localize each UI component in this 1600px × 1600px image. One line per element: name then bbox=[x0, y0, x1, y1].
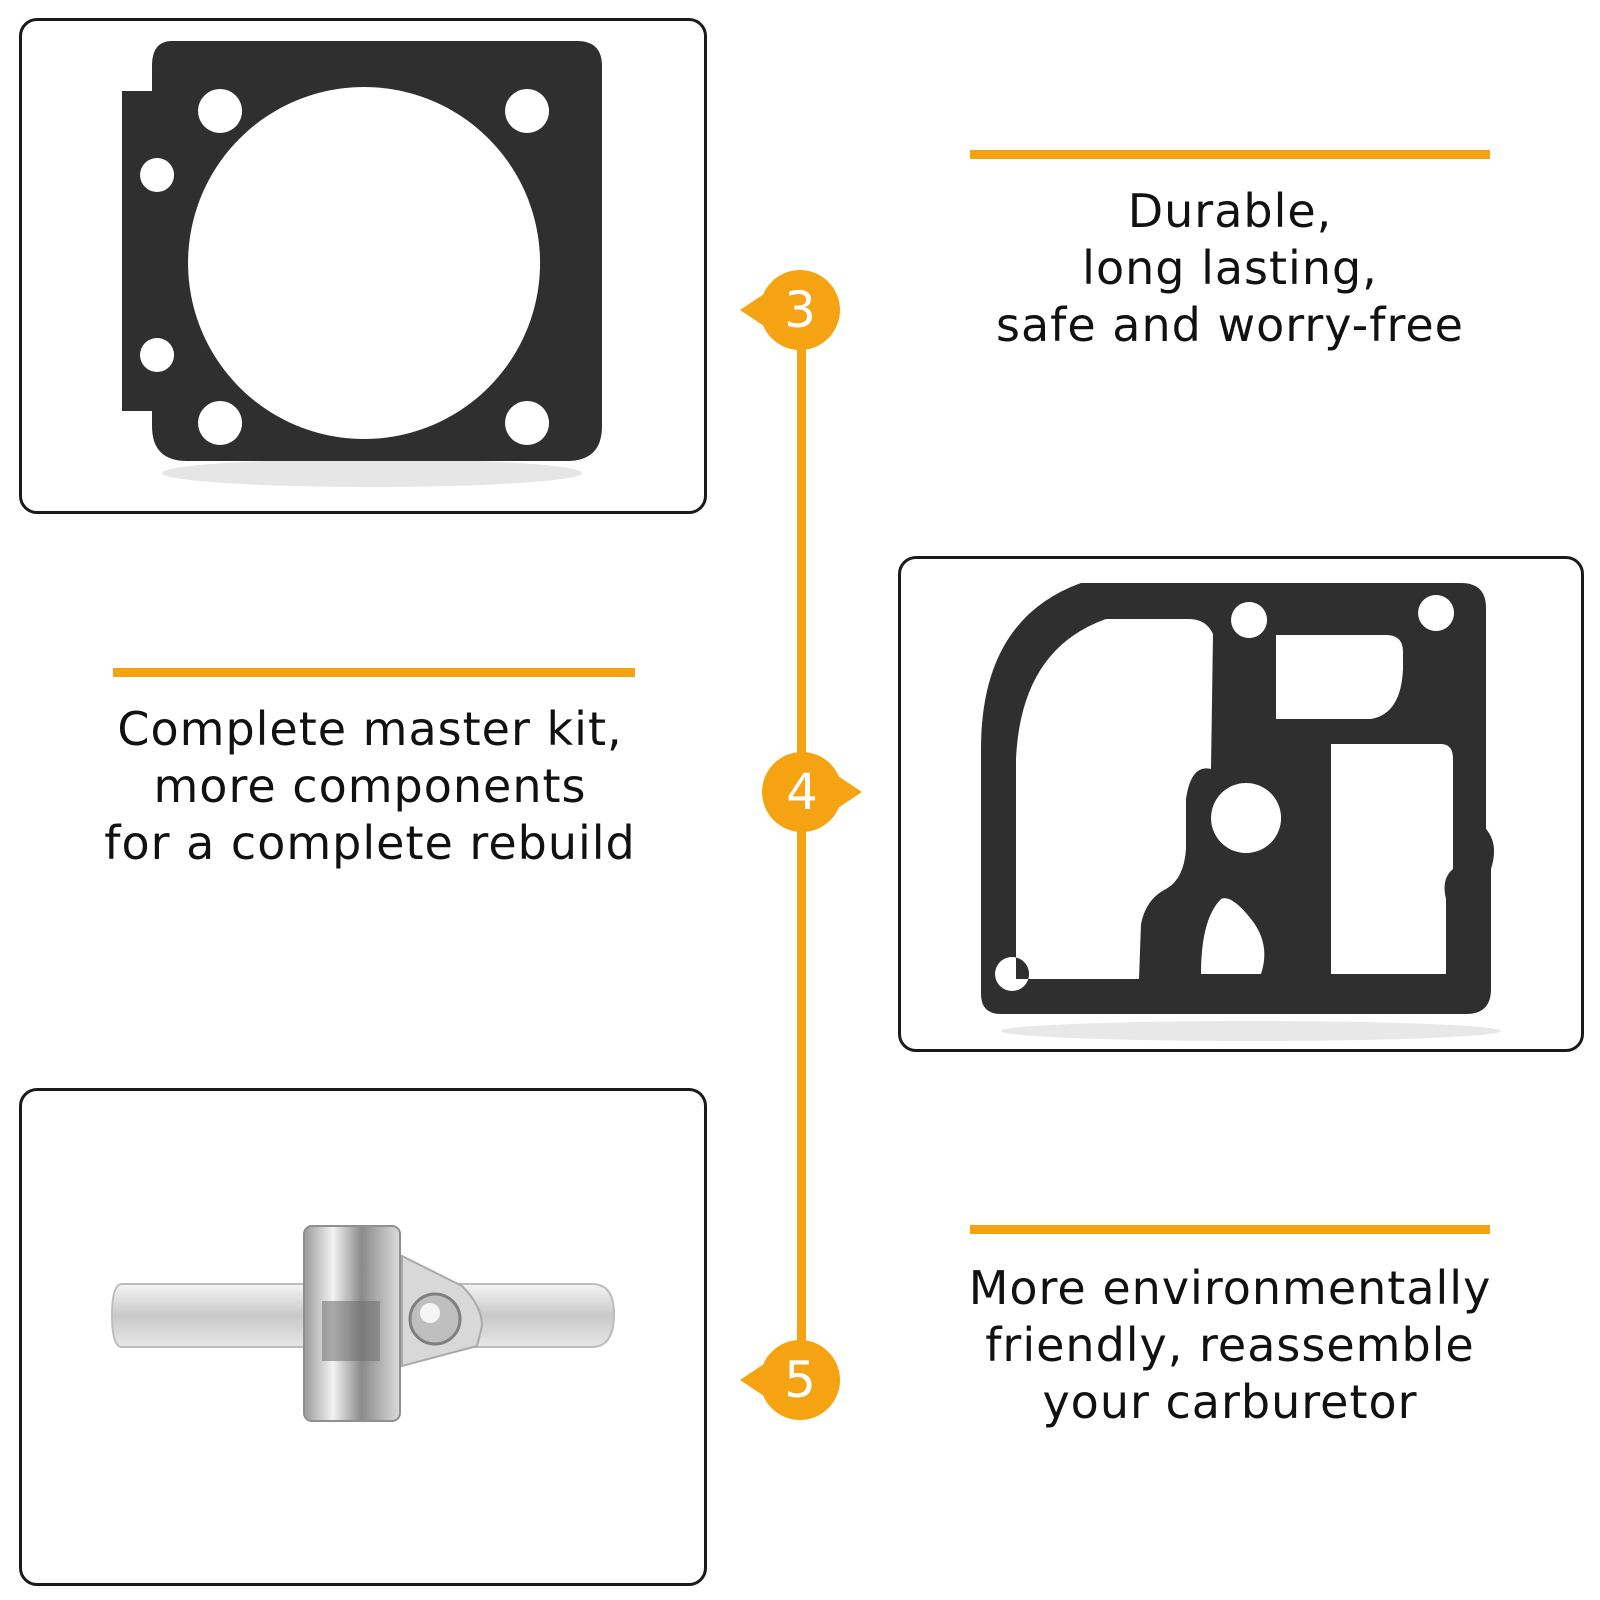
feature-text-complete-kit: Complete master kit, more components for… bbox=[104, 702, 636, 870]
accent-bar bbox=[970, 1225, 1490, 1234]
marker-number: 3 bbox=[784, 281, 816, 339]
marker-4: 4 bbox=[762, 752, 862, 832]
product-card-metal-lever bbox=[19, 1088, 707, 1586]
marker-3: 3 bbox=[740, 270, 840, 350]
marker-arrow-left-icon bbox=[740, 270, 840, 350]
marker-5: 5 bbox=[740, 1340, 840, 1420]
marker-arrow-left-icon bbox=[740, 1340, 840, 1420]
timeline-line bbox=[797, 312, 806, 1378]
marker-number: 4 bbox=[786, 763, 818, 821]
accent-bar bbox=[113, 668, 635, 677]
product-card-round-gasket bbox=[19, 18, 707, 514]
pump-gasket-icon bbox=[981, 583, 1501, 1041]
feature-text-durable: Durable, long lasting, safe and worry-fr… bbox=[996, 184, 1464, 352]
metal-lever-icon bbox=[110, 1225, 616, 1422]
round-gasket-icon bbox=[122, 41, 602, 487]
accent-bar bbox=[970, 150, 1490, 159]
product-card-pump-gasket bbox=[898, 556, 1584, 1052]
feature-text-environment: More environmentally friendly, reassembl… bbox=[968, 1261, 1492, 1429]
marker-arrow-right-icon bbox=[762, 752, 862, 832]
marker-number: 5 bbox=[784, 1351, 816, 1409]
